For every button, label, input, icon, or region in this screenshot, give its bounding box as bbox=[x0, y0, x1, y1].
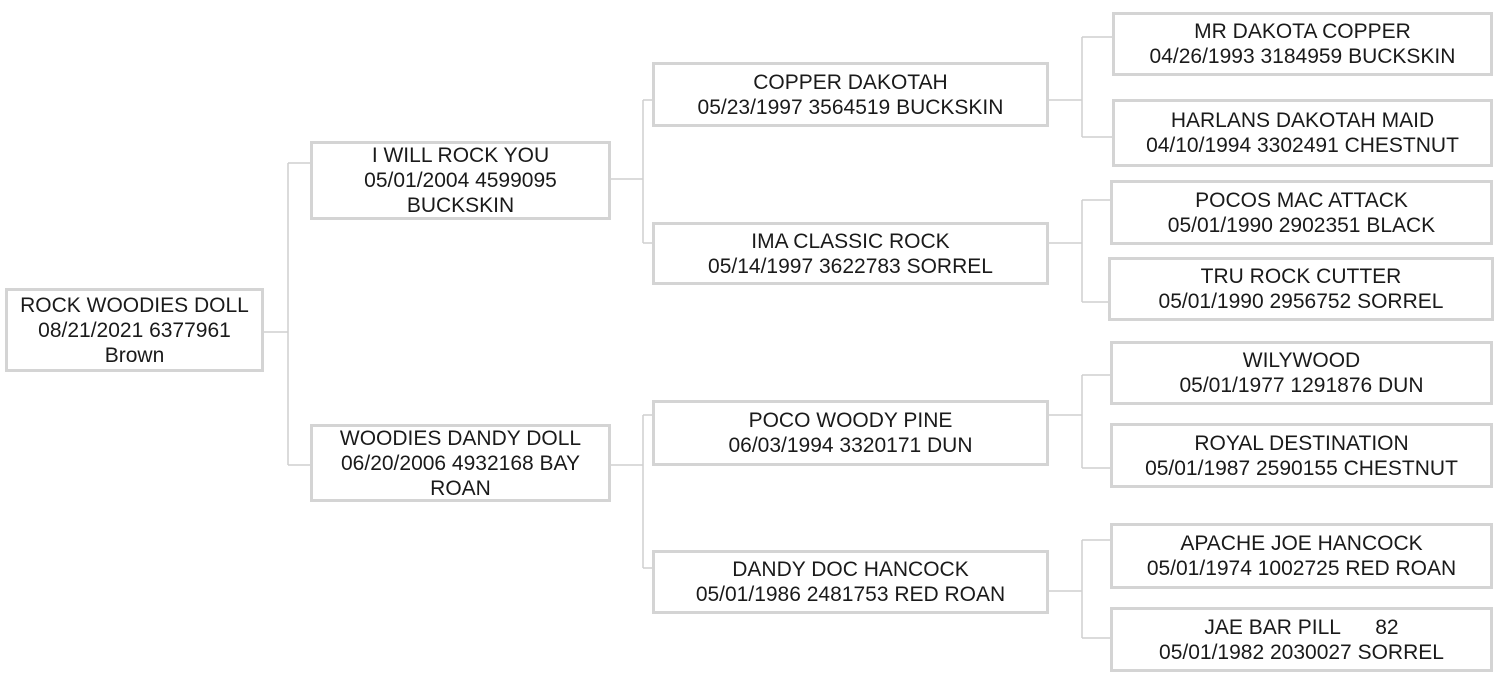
pedigree-node-sire-dam: IMA CLASSIC ROCK 05/14/1997 3622783 SORR… bbox=[652, 222, 1049, 285]
pedigree-node-sire-sire: COPPER DAKOTAH 05/23/1997 3564519 BUCKSK… bbox=[652, 62, 1049, 127]
node-details: 05/23/1997 3564519 BUCKSKIN bbox=[697, 95, 1004, 119]
node-details: 05/01/1974 1002725 RED ROAN bbox=[1146, 557, 1457, 580]
node-details: 05/01/1990 2956752 SORREL bbox=[1158, 290, 1444, 313]
pedigree-node-dam-dam: DANDY DOC HANCOCK 05/01/1986 2481753 RED… bbox=[652, 550, 1049, 614]
node-name: JAE BAR PILL 82 bbox=[1204, 615, 1399, 639]
node-details: 04/10/1994 3302491 CHESTNUT bbox=[1146, 134, 1459, 157]
node-details-extra: BUCKSKIN bbox=[406, 194, 515, 217]
node-details: 05/01/1990 2902351 BLACK bbox=[1167, 213, 1436, 237]
node-name: ROYAL DESTINATION bbox=[1194, 431, 1409, 455]
node-name: DANDY DOC HANCOCK bbox=[732, 558, 969, 581]
pedigree-node-sire: I WILL ROCK YOU 05/01/2004 4599095 BUCKS… bbox=[310, 141, 611, 220]
pedigree-node-ss-sire: MR DAKOTA COPPER 04/26/1993 3184959 BUCK… bbox=[1112, 12, 1493, 76]
pedigree-node-sd-dam: TRU ROCK CUTTER 05/01/1990 2956752 SORRE… bbox=[1108, 257, 1494, 321]
pedigree-node-dam-sire: POCO WOODY PINE 06/03/1994 3320171 DUN bbox=[652, 400, 1049, 466]
pedigree-node-dd-sire: APACHE JOE HANCOCK 05/01/1974 1002725 RE… bbox=[1110, 523, 1493, 589]
node-name: HARLANS DAKOTAH MAID bbox=[1170, 109, 1435, 132]
node-name: TRU ROCK CUTTER bbox=[1200, 265, 1402, 288]
node-name: I WILL ROCK YOU bbox=[371, 144, 550, 167]
node-details-extra: Brown bbox=[104, 343, 165, 367]
node-name: MR DAKOTA COPPER bbox=[1194, 20, 1411, 43]
node-name: POCOS MAC ATTACK bbox=[1195, 188, 1408, 212]
node-details: 05/01/2004 4599095 bbox=[364, 169, 557, 192]
pedigree-node-dd-dam: JAE BAR PILL 82 05/01/1982 2030027 SORRE… bbox=[1110, 607, 1493, 672]
node-details: 05/01/1982 2030027 SORREL bbox=[1159, 640, 1444, 664]
node-details-extra: ROAN bbox=[430, 476, 491, 500]
pedigree-node-subject: ROCK WOODIES DOLL 08/21/2021 6377961 Bro… bbox=[5, 288, 264, 372]
node-details: 06/20/2006 4932168 BAY bbox=[341, 451, 580, 475]
node-name: WILYWOOD bbox=[1242, 349, 1361, 372]
pedigree-node-sd-sire: POCOS MAC ATTACK 05/01/1990 2902351 BLAC… bbox=[1110, 180, 1493, 245]
pedigree-node-ds-sire: WILYWOOD 05/01/1977 1291876 DUN bbox=[1110, 341, 1493, 405]
node-name: WOODIES DANDY DOLL bbox=[339, 426, 582, 450]
node-name: ROCK WOODIES DOLL bbox=[20, 293, 249, 317]
node-details: 04/26/1993 3184959 BUCKSKIN bbox=[1149, 45, 1456, 68]
pedigree-node-ds-dam: ROYAL DESTINATION 05/01/1987 2590155 CHE… bbox=[1110, 423, 1493, 488]
node-details: 05/14/1997 3622783 SORREL bbox=[708, 254, 993, 278]
node-details: 08/21/2021 6377961 bbox=[38, 318, 231, 342]
node-name: POCO WOODY PINE bbox=[748, 409, 953, 432]
node-details: 06/03/1994 3320171 DUN bbox=[728, 434, 973, 457]
pedigree-node-dam: WOODIES DANDY DOLL 06/20/2006 4932168 BA… bbox=[310, 424, 611, 502]
node-details: 05/01/1977 1291876 DUN bbox=[1179, 374, 1424, 397]
node-name: APACHE JOE HANCOCK bbox=[1180, 532, 1423, 555]
pedigree-node-ss-dam: HARLANS DAKOTAH MAID 04/10/1994 3302491 … bbox=[1112, 99, 1493, 167]
node-name: IMA CLASSIC ROCK bbox=[751, 229, 950, 253]
node-details: 05/01/1987 2590155 CHESTNUT bbox=[1145, 456, 1458, 480]
node-name: COPPER DAKOTAH bbox=[753, 70, 948, 94]
node-details: 05/01/1986 2481753 RED ROAN bbox=[695, 583, 1006, 606]
